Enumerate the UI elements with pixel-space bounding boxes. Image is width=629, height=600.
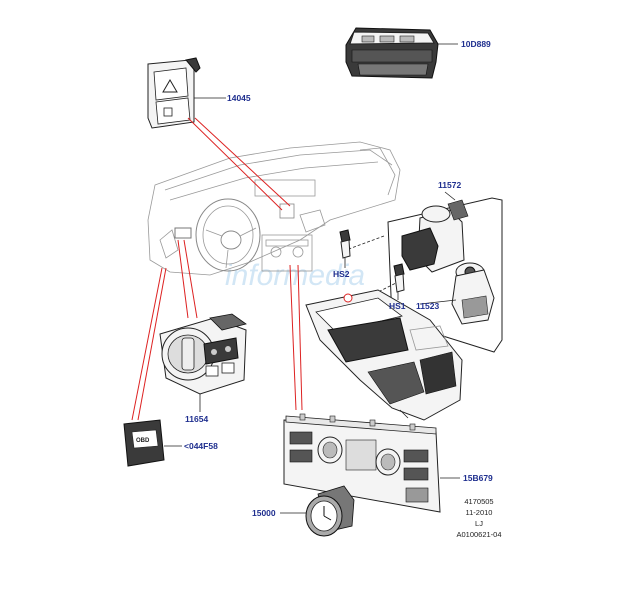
label-044F58: <044F58 (184, 441, 218, 451)
label-11523: 11523 (416, 301, 439, 311)
label-11572: 11572 (438, 180, 461, 190)
part-044F58-drawing: OBD (123, 419, 182, 467)
label-14045: 14045 (227, 93, 251, 103)
part-HS1-drawing (393, 263, 405, 300)
part-11572-drawing (345, 191, 503, 353)
label-15000: 15000 (252, 508, 276, 518)
reference-illustration-id: A0100621-04 (456, 530, 502, 539)
watermark-text: informedia (225, 259, 365, 292)
red-leader-lines (131, 117, 303, 421)
center-console-drawing (305, 289, 463, 421)
part-10D889-drawing (345, 27, 458, 79)
part-15B679-drawing (283, 413, 460, 513)
dashboard-drawing (147, 141, 401, 276)
reference-code: LJ (475, 519, 483, 528)
label-HS2: HS2 (333, 269, 350, 279)
reference-date: 11-2010 (465, 508, 493, 517)
reference-block: 4170505 11-2010 LJ A0100621-04 (448, 496, 510, 540)
part-14045-drawing (147, 57, 226, 129)
reference-number: 4170505 (464, 497, 494, 506)
label-11654: 11654 (185, 414, 208, 424)
svg-text:OBD: OBD (136, 438, 150, 444)
label-10D889: 10D889 (461, 39, 491, 49)
label-HS1: HS1 (389, 301, 406, 311)
part-11654-drawing (159, 313, 247, 412)
part-HS2-drawing (339, 229, 351, 268)
part-15000-drawing (280, 485, 355, 537)
label-15B679: 15B679 (463, 473, 493, 483)
